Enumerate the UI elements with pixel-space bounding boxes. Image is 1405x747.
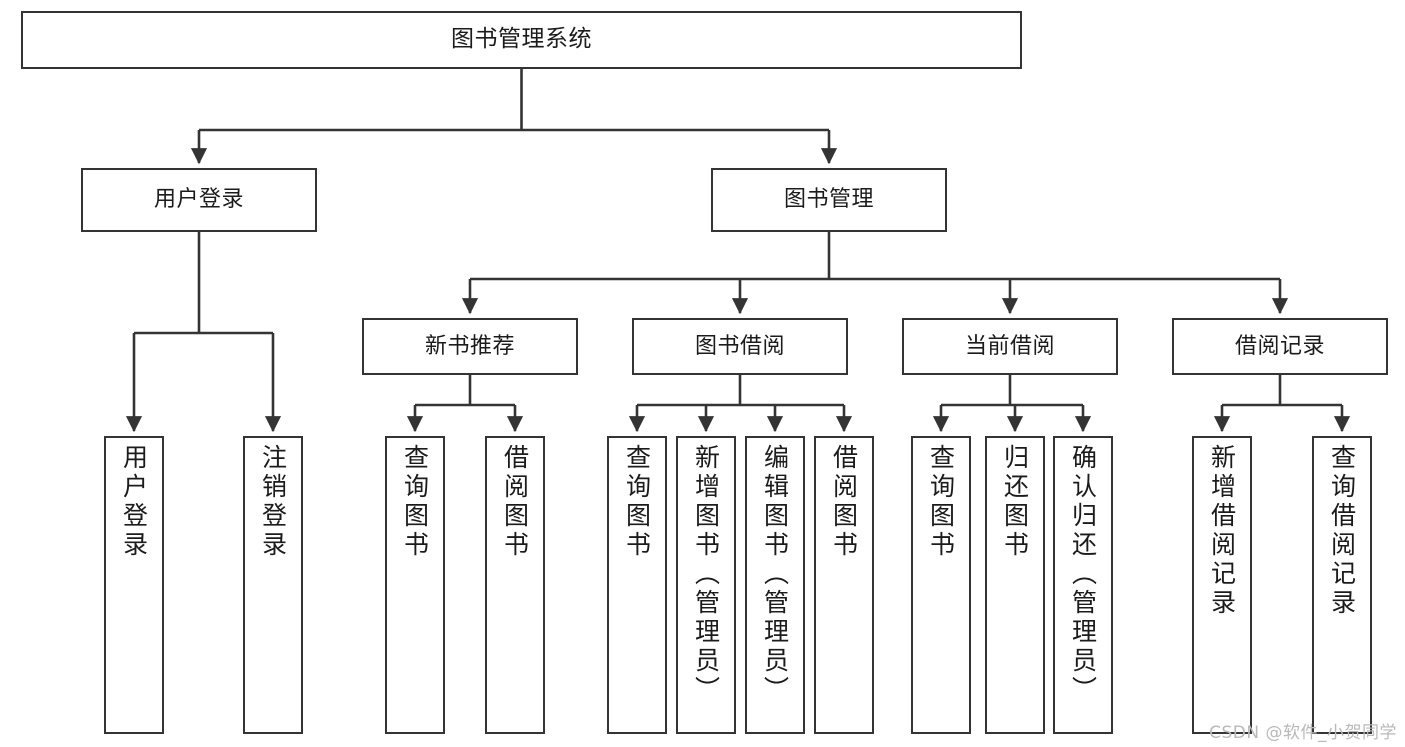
- leaf-edit-book[interactable]: 编辑图书（管理员）: [745, 436, 805, 734]
- leaf-query-borrow-record-label: 查询借阅记录: [1327, 444, 1357, 618]
- leaf-add-borrow-record-label: 新增借阅记录: [1207, 444, 1237, 618]
- leaf-user-login[interactable]: 用户登录: [104, 436, 164, 734]
- leaf-query-book-borrow[interactable]: 查询图书: [607, 436, 667, 734]
- leaf-borrow-book-label: 借阅图书: [829, 444, 859, 560]
- node-borrow-record[interactable]: 借阅记录: [1172, 318, 1388, 375]
- node-current-borrow[interactable]: 当前借阅: [902, 318, 1118, 375]
- node-book-management-label: 图书管理: [783, 187, 874, 213]
- leaf-return-book-label: 归还图书: [1000, 444, 1030, 560]
- node-new-book-recommend[interactable]: 新书推荐: [362, 318, 578, 375]
- leaf-add-borrow-record[interactable]: 新增借阅记录: [1192, 436, 1252, 734]
- leaf-return-book[interactable]: 归还图书: [985, 436, 1045, 734]
- node-book-management[interactable]: 图书管理: [711, 168, 947, 232]
- node-user-login-label: 用户登录: [153, 187, 244, 213]
- leaf-query-book-rec-label: 查询图书: [400, 444, 430, 560]
- leaf-borrow-book[interactable]: 借阅图书: [814, 436, 874, 734]
- leaf-add-book-label: 新增图书（管理员）: [691, 444, 721, 705]
- leaf-logout-label: 注销登录: [258, 444, 288, 560]
- leaf-logout[interactable]: 注销登录: [243, 436, 303, 734]
- node-root[interactable]: 图书管理系统: [21, 11, 1022, 69]
- leaf-query-book-current[interactable]: 查询图书: [911, 436, 971, 734]
- leaf-borrow-book-rec[interactable]: 借阅图书: [485, 436, 545, 734]
- leaf-borrow-book-rec-label: 借阅图书: [500, 444, 530, 560]
- leaf-add-book[interactable]: 新增图书（管理员）: [676, 436, 736, 734]
- leaf-edit-book-label: 编辑图书（管理员）: [760, 444, 790, 705]
- node-book-borrow[interactable]: 图书借阅: [632, 318, 848, 375]
- leaf-user-login-label: 用户登录: [119, 444, 149, 560]
- node-new-book-recommend-label: 新书推荐: [424, 333, 515, 359]
- node-root-label: 图书管理系统: [451, 26, 592, 53]
- leaf-confirm-return-label: 确认归还（管理员）: [1068, 444, 1098, 705]
- node-book-borrow-label: 图书借阅: [694, 333, 785, 359]
- leaf-query-book-current-label: 查询图书: [926, 444, 956, 560]
- leaf-confirm-return[interactable]: 确认归还（管理员）: [1053, 436, 1113, 734]
- csdn-watermark: CSDN @软件_小贺同学: [1209, 723, 1397, 743]
- leaf-query-borrow-record[interactable]: 查询借阅记录: [1312, 436, 1372, 734]
- leaf-query-book-rec[interactable]: 查询图书: [385, 436, 445, 734]
- node-borrow-record-label: 借阅记录: [1234, 333, 1325, 359]
- leaf-query-book-borrow-label: 查询图书: [622, 444, 652, 560]
- node-current-borrow-label: 当前借阅: [964, 333, 1055, 359]
- node-user-login[interactable]: 用户登录: [81, 168, 317, 232]
